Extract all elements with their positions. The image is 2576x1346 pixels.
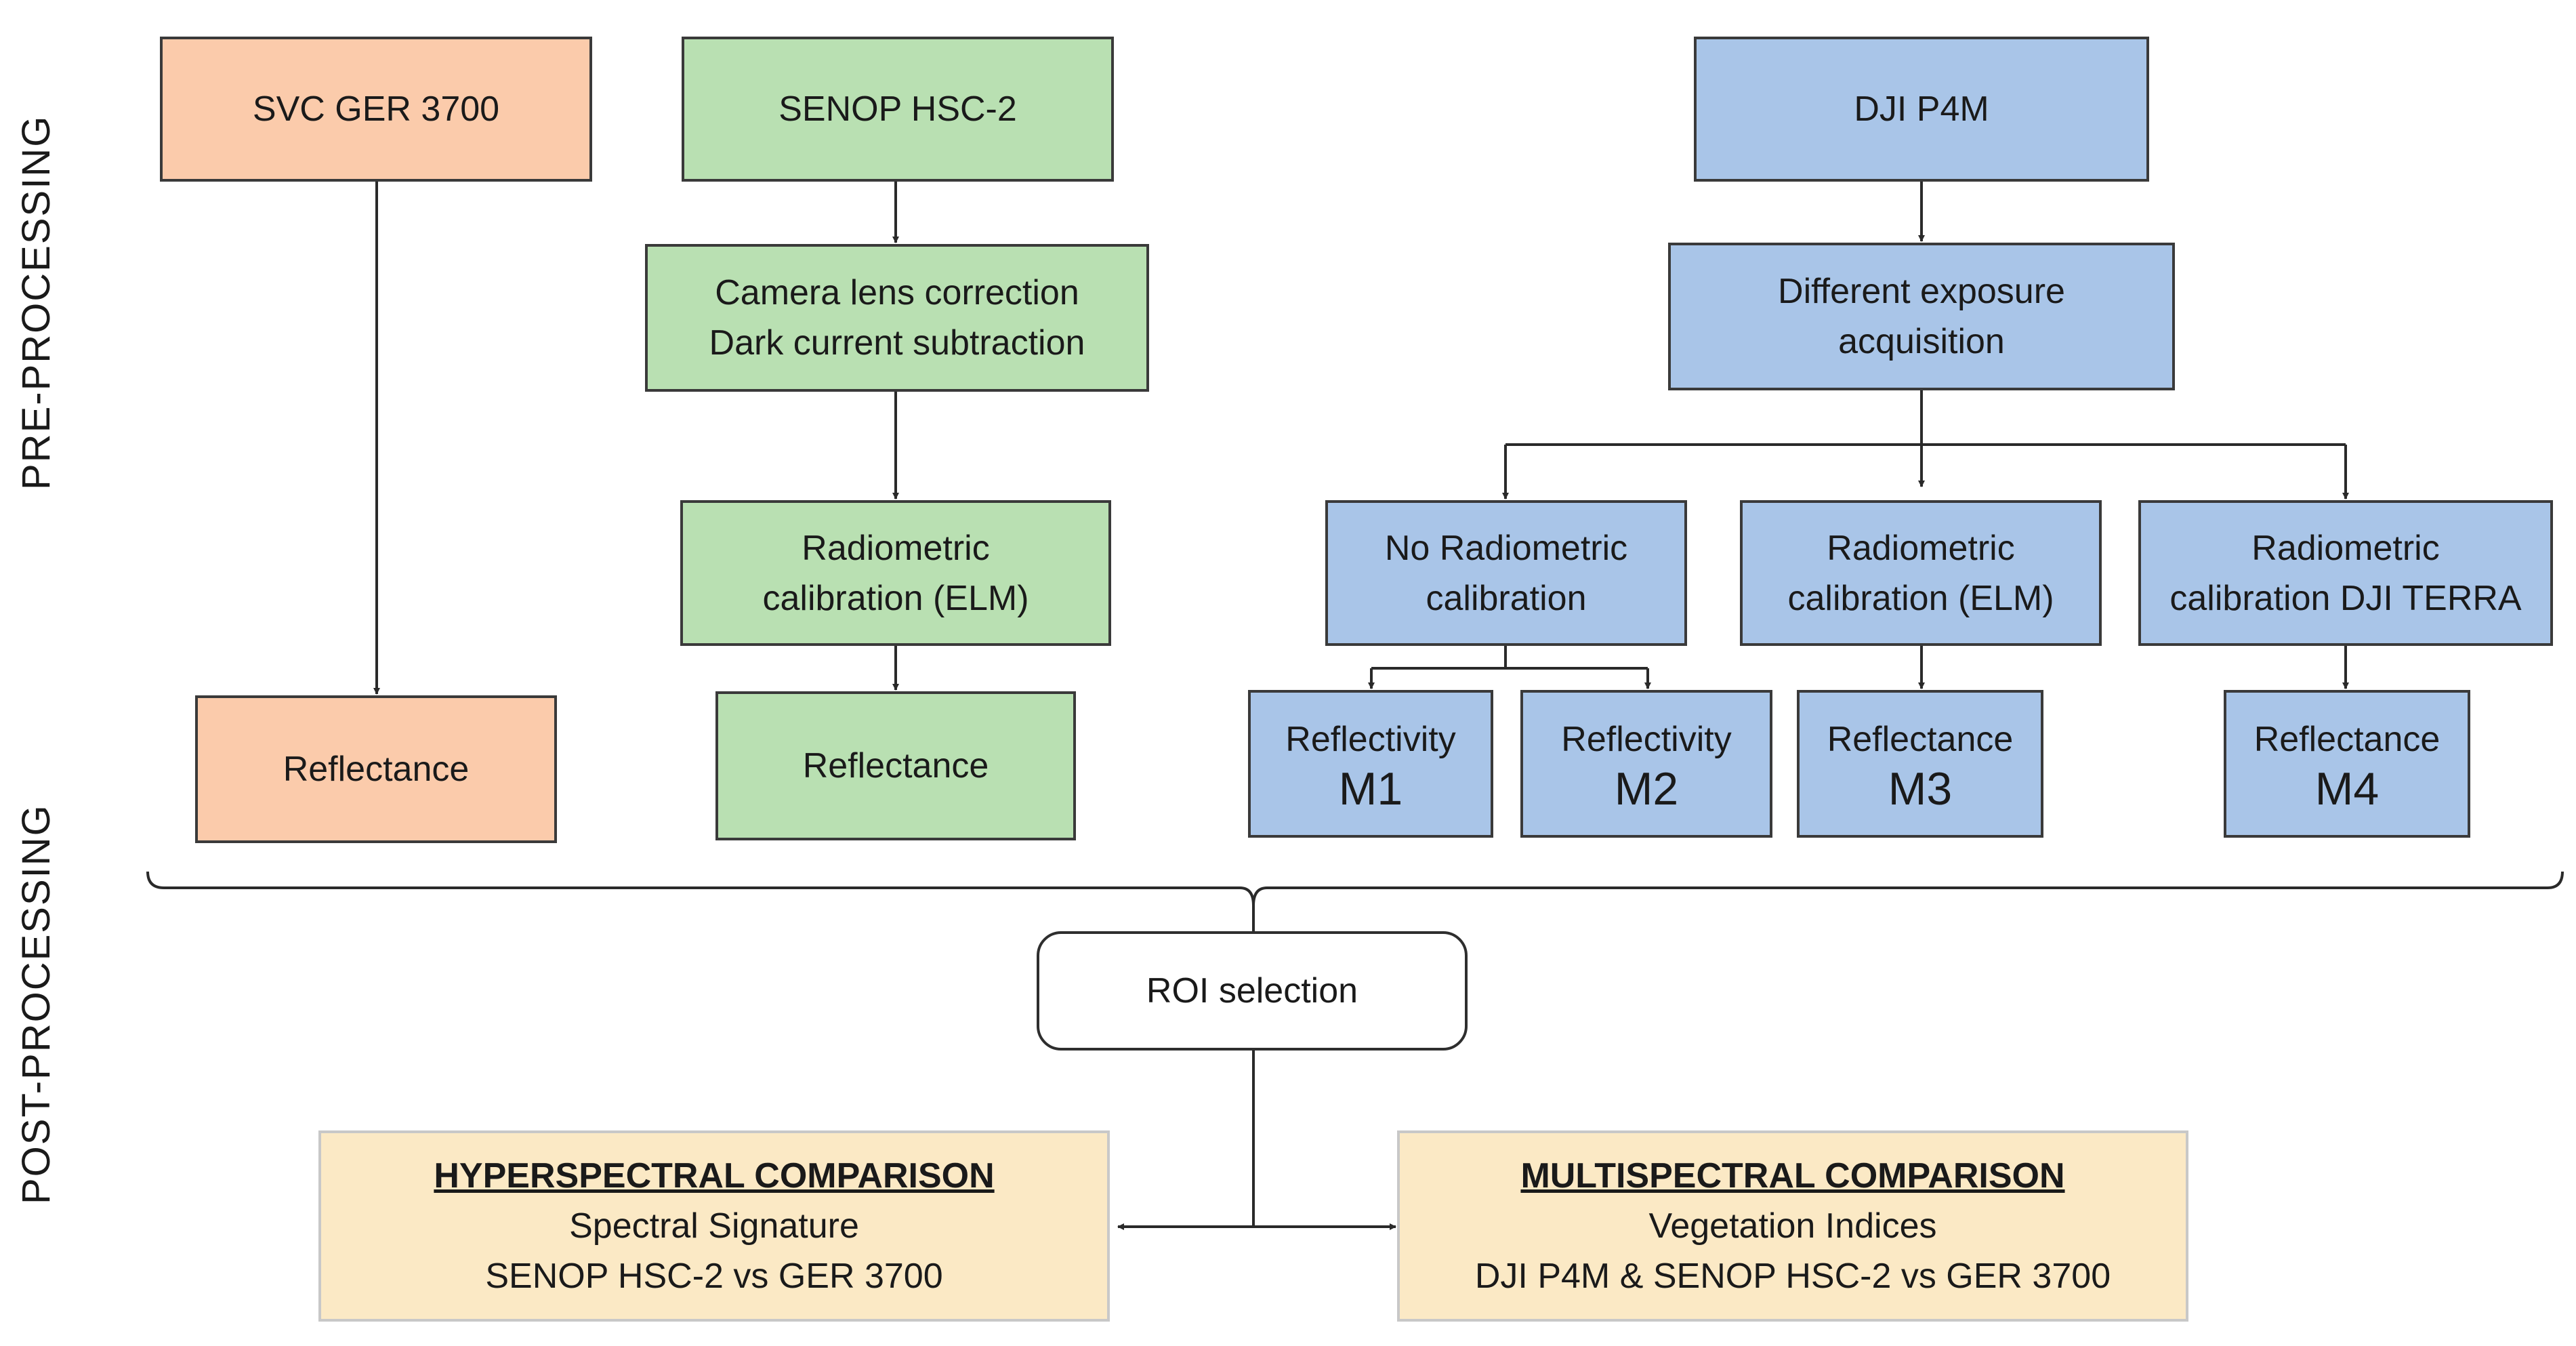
radiometric-terra-line1: Radiometric <box>2251 528 2440 568</box>
senop-hsc2-box: SENOP HSC-2 <box>682 37 1114 182</box>
roi-selection-label: ROI selection <box>1146 971 1358 1011</box>
senop-reflectance-label: Reflectance <box>802 746 989 786</box>
reflectivity-m1-word: Reflectivity <box>1285 720 1456 759</box>
no-radiometric-line1: No Radiometric <box>1384 528 1628 568</box>
multispectral-line2: DJI P4M & SENOP HSC-2 vs GER 3700 <box>1474 1257 2111 1296</box>
multispectral-line1: Vegetation Indices <box>1648 1206 1937 1246</box>
reflectivity-m2-code: M2 <box>1614 763 1679 815</box>
senop-radiometric-box: Radiometric calibration (ELM) <box>680 500 1111 646</box>
hyperspectral-line2: SENOP HSC-2 vs GER 3700 <box>485 1257 943 1296</box>
reflectance-m3-word: Reflectance <box>1827 720 2014 759</box>
svc-ger-3700-box: SVC GER 3700 <box>160 37 592 182</box>
senop-radiometric-line2: calibration (ELM) <box>762 578 1029 618</box>
exposure-acquisition-box: Different exposure acquisition <box>1668 243 2175 390</box>
dji-p4m-label: DJI P4M <box>1854 89 1989 129</box>
exposure-line2: acquisition <box>1838 322 2005 361</box>
reflectivity-m1-code: M1 <box>1338 763 1403 815</box>
radiometric-elm-line1: Radiometric <box>1827 528 2015 568</box>
senop-hsc2-label: SENOP HSC-2 <box>778 89 1017 129</box>
senop-radiometric-line1: Radiometric <box>802 528 990 568</box>
reflectivity-m2-box: Reflectivity M2 <box>1520 690 1772 838</box>
reflectance-m4-code: M4 <box>2314 763 2380 815</box>
reflectivity-m2-word: Reflectivity <box>1561 720 1732 759</box>
post-processing-label: POST-PROCESSING <box>14 804 58 1204</box>
reflectance-m4-word: Reflectance <box>2253 720 2440 759</box>
multispectral-comparison-box: MULTISPECTRAL COMPARISON Vegetation Indi… <box>1397 1130 2188 1322</box>
pre-processing-brace <box>146 871 2564 906</box>
reflectance-m3-code: M3 <box>1888 763 1953 815</box>
svc-ger-3700-label: SVC GER 3700 <box>252 89 500 129</box>
senop-reflectance-box: Reflectance <box>715 691 1076 840</box>
radiometric-terra-line2: calibration DJI TERRA <box>2169 578 2522 618</box>
lens-correction-line2: Dark current subtraction <box>709 323 1085 363</box>
roi-selection-box: ROI selection <box>1037 931 1468 1051</box>
pre-processing-label: PRE-PROCESSING <box>14 115 58 490</box>
dji-p4m-box: DJI P4M <box>1694 37 2149 182</box>
radiometric-elm-box: Radiometric calibration (ELM) <box>1740 500 2102 646</box>
radiometric-terra-box: Radiometric calibration DJI TERRA <box>2138 500 2553 646</box>
lens-correction-line1: Camera lens correction <box>715 273 1079 312</box>
no-radiometric-box: No Radiometric calibration <box>1325 500 1687 646</box>
radiometric-elm-line2: calibration (ELM) <box>1787 578 2054 618</box>
reflectance-m3-box: Reflectance M3 <box>1797 690 2043 838</box>
no-radiometric-line2: calibration <box>1426 578 1587 618</box>
hyperspectral-line1: Spectral Signature <box>569 1206 859 1246</box>
exposure-line1: Different exposure <box>1778 272 2065 311</box>
reflectivity-m1-box: Reflectivity M1 <box>1248 690 1493 838</box>
svc-reflectance-label: Reflectance <box>283 750 470 789</box>
hyperspectral-title: HYPERSPECTRAL COMPARISON <box>434 1156 995 1196</box>
hyperspectral-comparison-box: HYPERSPECTRAL COMPARISON Spectral Signat… <box>318 1130 1110 1322</box>
reflectance-m4-box: Reflectance M4 <box>2224 690 2470 838</box>
lens-correction-box: Camera lens correction Dark current subt… <box>645 244 1149 392</box>
multispectral-title: MULTISPECTRAL COMPARISON <box>1520 1156 2065 1196</box>
svc-reflectance-box: Reflectance <box>195 695 557 843</box>
